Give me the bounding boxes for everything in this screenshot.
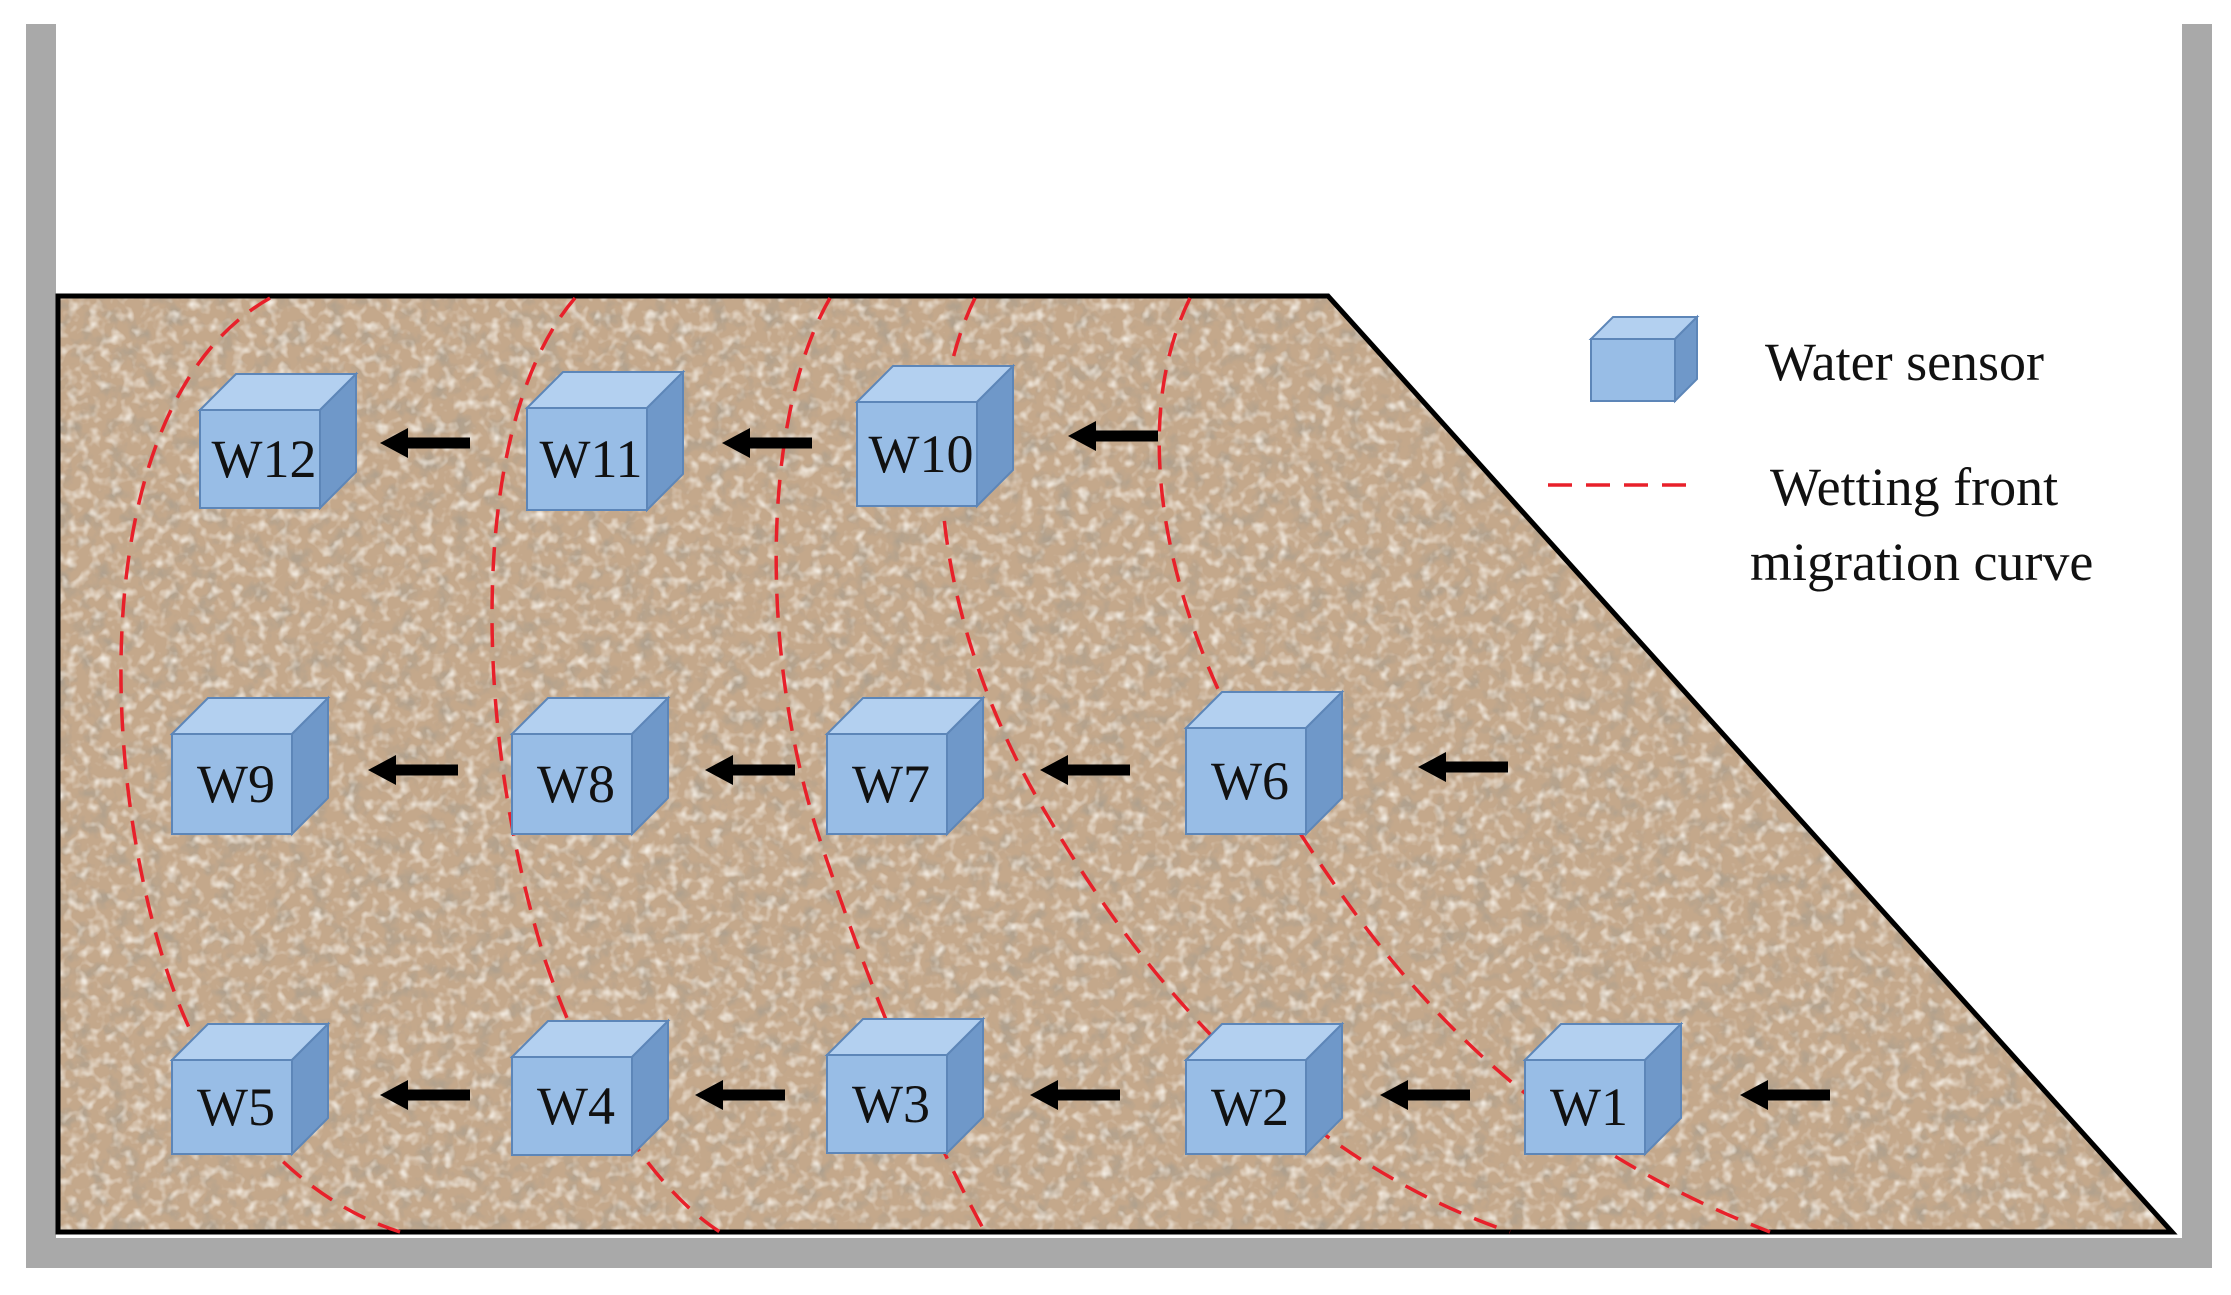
flow-arrow-1 <box>1740 1080 1830 1110</box>
legend-sensor-icon <box>1588 314 1700 404</box>
sensor-label-w10: W10 <box>869 424 974 484</box>
sensor-label-w11: W11 <box>540 429 643 489</box>
bottom-wall <box>26 1238 2212 1268</box>
flow-arrow-6 <box>1418 752 1508 782</box>
sensor-label-w2: W2 <box>1211 1077 1289 1137</box>
soil-body <box>55 293 2178 1235</box>
water-sensors: W1 W2 W3 W4 W5 W6 W7 W8 W9 W10 W11 W12 <box>169 363 1684 1158</box>
right-wall <box>2182 24 2212 1268</box>
flow-arrow-8 <box>705 755 795 785</box>
flow-arrow-5 <box>380 1080 470 1110</box>
left-wall <box>26 24 56 1268</box>
sensor-w8: W8 <box>509 695 671 837</box>
sensor-w5: W5 <box>169 1021 331 1157</box>
sensor-w4: W4 <box>509 1018 671 1158</box>
flow-arrow-4 <box>695 1080 785 1110</box>
sensor-w11: W11 <box>524 369 686 513</box>
sensor-w9: W9 <box>169 695 331 837</box>
sensor-label-w5: W5 <box>197 1077 275 1137</box>
sensor-w1: W1 <box>1522 1021 1684 1157</box>
legend-curve-label-line1: Wetting front <box>1770 457 2058 517</box>
sensor-w6: W6 <box>1183 689 1345 837</box>
sensor-label-w4: W4 <box>537 1076 615 1136</box>
sensor-label-w8: W8 <box>537 754 615 814</box>
legend: Water sensor Wetting front migration cur… <box>1548 314 2093 592</box>
sensor-w3: W3 <box>824 1016 986 1156</box>
flow-arrows <box>368 421 1830 1110</box>
sensor-w2: W2 <box>1183 1021 1345 1157</box>
legend-sensor-cube <box>1588 314 1700 404</box>
wetting-front-curve-2 <box>490 296 721 1234</box>
flow-arrow-12 <box>380 428 470 458</box>
sensor-label-w6: W6 <box>1211 751 1289 811</box>
sensor-w12: W12 <box>197 371 359 511</box>
flow-arrow-11 <box>722 428 812 458</box>
sensor-label-w7: W7 <box>852 754 930 814</box>
sensor-label-w1: W1 <box>1550 1077 1628 1137</box>
wetting-front-curve-1 <box>119 296 401 1234</box>
sensor-w10: W10 <box>854 363 1016 509</box>
wetting-front-curve-3 <box>774 297 987 1233</box>
flow-arrow-2 <box>1380 1080 1470 1110</box>
flow-arrow-7 <box>1040 755 1130 785</box>
sensor-label-w12: W12 <box>212 429 317 489</box>
sensor-label-w9: W9 <box>197 754 275 814</box>
sensor-label-w3: W3 <box>852 1074 930 1134</box>
legend-curve-label-line2: migration curve <box>1750 532 2093 592</box>
flow-arrow-10 <box>1068 421 1158 451</box>
flow-arrow-3 <box>1030 1080 1120 1110</box>
flow-arrow-9 <box>368 755 458 785</box>
sensor-w7: W7 <box>824 695 986 837</box>
legend-sensor-label: Water sensor <box>1765 332 2044 392</box>
